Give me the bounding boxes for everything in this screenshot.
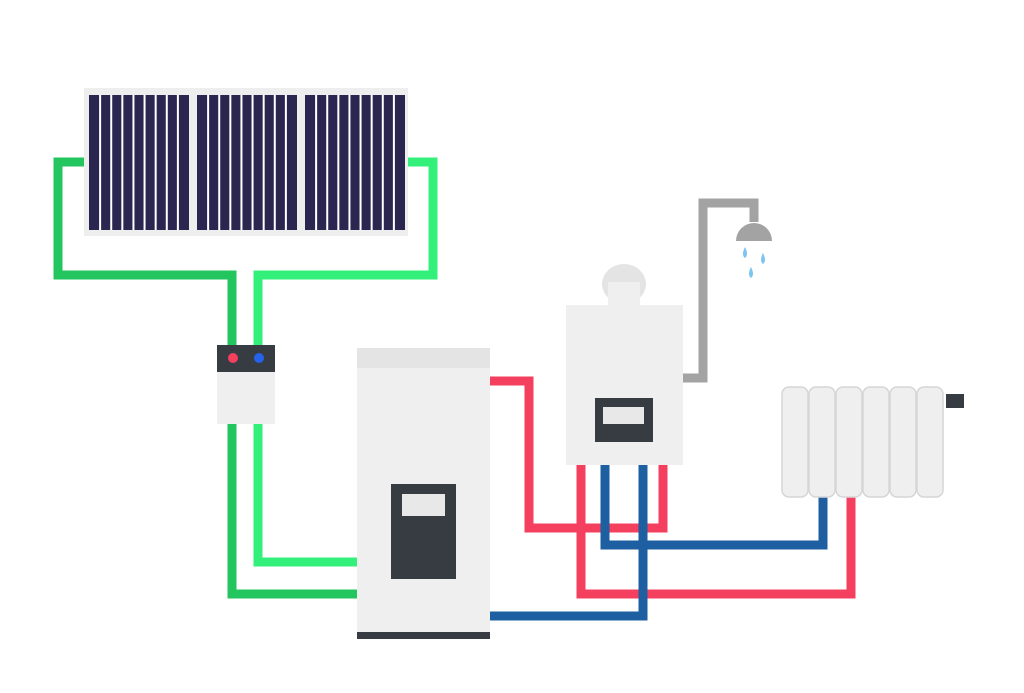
solar-cell-divider	[99, 95, 102, 230]
cold-indicator-icon	[254, 353, 264, 363]
shower-head-icon	[736, 223, 772, 241]
solar-cell-divider	[229, 95, 232, 230]
solar-cell-divider	[337, 95, 340, 230]
solar-cell-divider	[315, 95, 318, 230]
solar-cell-divider	[392, 95, 395, 230]
solar-cell-divider	[359, 95, 362, 230]
solar-cell-divider	[381, 95, 384, 230]
solar-cell-divider	[143, 95, 146, 230]
solar-cell-divider	[110, 95, 113, 230]
cold-water-pipes	[490, 464, 828, 621]
solar-panel	[305, 95, 405, 230]
solar-cell-divider	[218, 95, 221, 230]
radiator-fin	[916, 386, 944, 498]
solar-return-pipe-lower	[227, 424, 358, 599]
boiler-flue	[608, 282, 640, 306]
boiler-display-screen	[603, 407, 644, 424]
radiator-return-cold-pipe	[600, 464, 828, 550]
shower-head	[736, 223, 772, 278]
solar-cell-divider	[132, 95, 135, 230]
solar-cell-divider	[121, 95, 124, 230]
solar-cell-divider	[370, 95, 373, 230]
hot-indicator-icon	[228, 353, 238, 363]
radiator-fin	[889, 386, 917, 498]
storage-tank	[357, 348, 490, 639]
radiator-fin	[808, 386, 836, 498]
shower-supply-pipe	[682, 198, 759, 383]
tank-top	[357, 348, 490, 368]
solar-flow-pipe-lower	[253, 424, 358, 567]
hot-water-pipes	[490, 376, 856, 599]
solar-loop-pipes	[53, 157, 438, 599]
water-drop-icon	[761, 253, 765, 264]
solar-cell-divider	[251, 95, 254, 230]
tank-display-screen	[402, 494, 445, 516]
solar-cell-divider	[240, 95, 243, 230]
water-drop-icon	[743, 247, 747, 258]
boiler-to-radiator-hot-pipe	[576, 464, 856, 599]
radiator-valve	[946, 394, 964, 408]
controller-unit	[217, 345, 275, 424]
solar-panel-cells	[89, 95, 405, 230]
solar-cell-divider	[154, 95, 157, 230]
tank-return-cold-pipe	[490, 464, 648, 621]
wall-boiler	[566, 264, 683, 465]
tank-to-boiler-hot-pipe	[490, 376, 668, 533]
tank-base	[357, 632, 490, 639]
solar-cell-divider	[284, 95, 287, 230]
radiator	[781, 386, 964, 498]
solar-cell-divider	[326, 95, 329, 230]
solar-return-pipe	[53, 157, 237, 345]
solar-flow-pipe	[253, 157, 438, 345]
solar-cell-divider	[262, 95, 265, 230]
radiator-fin	[781, 386, 809, 498]
solar-panel-array	[84, 88, 408, 236]
solar-panel	[89, 95, 189, 230]
controller-panel	[217, 345, 275, 372]
shower-pipe	[682, 198, 759, 383]
solar-cell-divider	[207, 95, 210, 230]
solar-cell-divider	[165, 95, 168, 230]
solar-cell-divider	[273, 95, 276, 230]
solar-panel	[197, 95, 297, 230]
radiator-fin	[862, 386, 890, 498]
radiator-fins	[781, 386, 944, 498]
radiator-fin	[835, 386, 863, 498]
solar-cell-divider	[176, 95, 179, 230]
solar-cell-divider	[348, 95, 351, 230]
water-drop-icon	[749, 267, 753, 278]
